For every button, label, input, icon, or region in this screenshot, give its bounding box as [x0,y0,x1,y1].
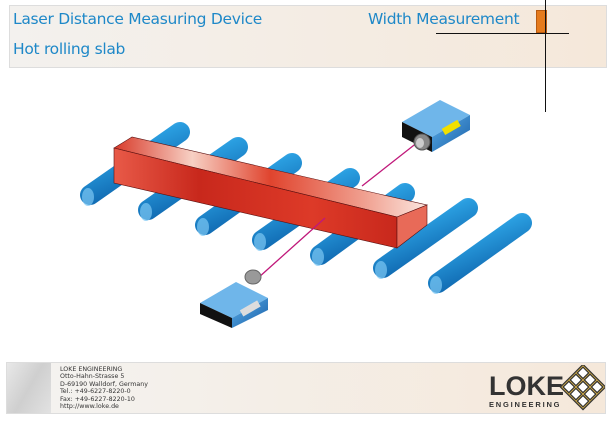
section-title: Width Measurement [368,10,520,28]
website-link[interactable]: http://www.loke.de [60,403,119,411]
company-name: LOKE ENGINEERING [60,366,123,373]
hot-slab [113,136,429,249]
roller-ends [82,188,442,294]
laser-beam-bottom [257,217,326,279]
laser-beam-top [361,141,419,187]
header-banner [9,5,607,68]
street: Otto-Hahn-Strasse 5 [60,373,125,381]
accent-square [536,10,547,33]
svg-text:LOKE: LOKE [489,371,564,401]
divider-vertical [545,0,546,112]
fax: Fax: +49-6227-8220-10 [60,395,135,403]
roller [428,213,532,293]
page-title: Laser Distance Measuring Device [13,10,263,28]
footer-photo [7,363,51,413]
roller [373,198,478,278]
laser-sensor-top [402,100,470,152]
svg-text:ENGINEERING: ENGINEERING [489,400,561,409]
city: D-69190 Walldorf, Germany [60,380,148,388]
company-address: LOKE ENGINEERING Otto-Hahn-Strasse 5 D-6… [60,366,148,410]
footer-banner: LOKE ENGINEERING Otto-Hahn-Strasse 5 D-6… [6,362,606,414]
laser-sensor-bottom [200,269,268,328]
page-subtitle: Hot rolling slab [13,40,126,58]
divider-horizontal [436,33,569,34]
phone: Tel.: +49-6227-8220-0 [60,388,131,396]
loke-logo: LOKE ENGINEERING [489,365,605,411]
